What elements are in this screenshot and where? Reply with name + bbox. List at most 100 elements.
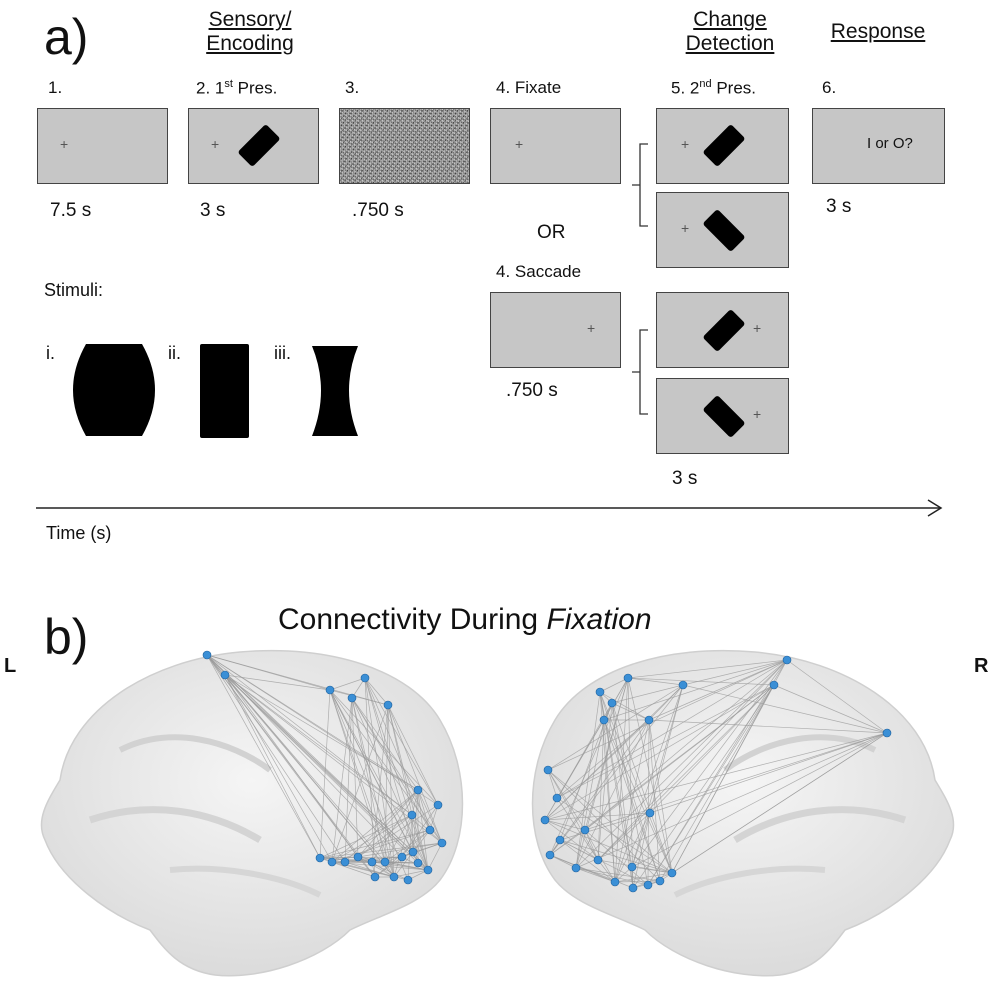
duration-5: 3 s [672, 468, 698, 489]
right-edge [647, 659, 788, 886]
left-edge [329, 689, 439, 806]
step-6-label: 6. [822, 78, 837, 97]
left-edge [329, 689, 389, 706]
left-hemisphere [40, 649, 464, 977]
right-edge [559, 702, 613, 841]
right-edge [544, 719, 650, 821]
left-node [325, 685, 335, 695]
connectivity-nodes [202, 650, 892, 893]
right-sulcus-2 [733, 806, 907, 844]
left-edge [393, 814, 413, 878]
left-node [315, 853, 325, 863]
left-edge [357, 804, 439, 858]
duration-4-saccade: .750 s [506, 380, 558, 401]
right-edge [649, 732, 888, 814]
duration-2: 3 s [200, 200, 226, 221]
left-edge [364, 677, 395, 878]
left-node [340, 857, 350, 867]
left-edge [429, 804, 439, 831]
fixation-cross: + [753, 320, 762, 336]
fixation-cross: + [60, 136, 69, 152]
right-edge [631, 866, 673, 874]
right-edge [584, 684, 775, 831]
right-edge [599, 677, 629, 693]
left-edge [357, 856, 376, 878]
right-edge [559, 839, 673, 874]
right-edge [773, 684, 888, 734]
left-edge [224, 674, 413, 816]
left-edge [384, 814, 413, 863]
bracket-fixate [632, 143, 648, 227]
left-edge [329, 689, 386, 863]
right-edge [614, 719, 650, 883]
screen-second-pres-fixate-b: + [656, 192, 789, 268]
left-edge [351, 697, 359, 858]
step-2-sup: st [224, 78, 233, 90]
concave-stimulus [312, 346, 358, 436]
right-edge [614, 812, 651, 883]
right-node [543, 765, 553, 775]
right-edge [597, 719, 605, 861]
left-edge [387, 704, 429, 871]
right-edge [597, 684, 775, 861]
right-edge [627, 677, 684, 686]
right-edge [597, 812, 651, 861]
right-edge [544, 819, 586, 831]
right-edge [614, 872, 673, 883]
right-node [540, 815, 550, 825]
duration-3: .750 s [352, 200, 404, 221]
left-edge [374, 856, 403, 878]
header-change-line2: Detection [685, 32, 775, 55]
right-edge [544, 732, 888, 821]
right-edge [597, 659, 788, 861]
left-node [353, 852, 363, 862]
right-node [610, 877, 620, 887]
left-edge [364, 677, 376, 878]
right-edge [547, 684, 684, 771]
left-sulcus-3 [169, 865, 322, 898]
right-edge [549, 829, 586, 856]
rectangle-stimulus [200, 344, 249, 438]
right-edge [648, 659, 788, 721]
right-edge [611, 702, 673, 874]
or-label: OR [537, 222, 566, 243]
left-edge [393, 851, 414, 878]
header-change-detection: Change Detection [650, 8, 810, 56]
left-edge [364, 677, 429, 871]
response-prompt: I or O? [867, 135, 913, 152]
right-edge [547, 769, 558, 799]
right-edge [682, 684, 888, 734]
right-edge [671, 684, 775, 874]
screen-noise-mask [339, 108, 470, 184]
right-edge [614, 684, 684, 883]
right-node [607, 698, 617, 708]
right-node [552, 793, 562, 803]
left-node [407, 810, 417, 820]
left-edge [206, 654, 439, 806]
left-edge [224, 674, 429, 871]
right-node [599, 715, 609, 725]
left-node [370, 872, 380, 882]
step-4-fixate-label: 4. Fixate [496, 78, 562, 97]
screen-second-pres-fixate-a: + [656, 108, 789, 184]
right-edge [631, 732, 888, 868]
left-node [389, 872, 399, 882]
right-node [595, 687, 605, 697]
right-edge [547, 769, 661, 882]
left-edge [206, 654, 321, 859]
left-edge [319, 689, 331, 859]
bar-stimulus [702, 208, 746, 253]
left-edge [417, 789, 431, 831]
left-edge [224, 674, 414, 853]
right-sulcus-3 [673, 865, 826, 898]
right-node [580, 825, 590, 835]
left-edge [393, 869, 429, 878]
left-edge [351, 697, 395, 878]
step-5-prefix: 5. 2 [671, 78, 700, 98]
bar-stimulus [702, 394, 746, 439]
right-edge [547, 659, 788, 771]
left-node [403, 875, 413, 885]
left-edge [364, 677, 419, 864]
left-hemisphere-label: L [4, 655, 17, 677]
left-node [367, 857, 377, 867]
